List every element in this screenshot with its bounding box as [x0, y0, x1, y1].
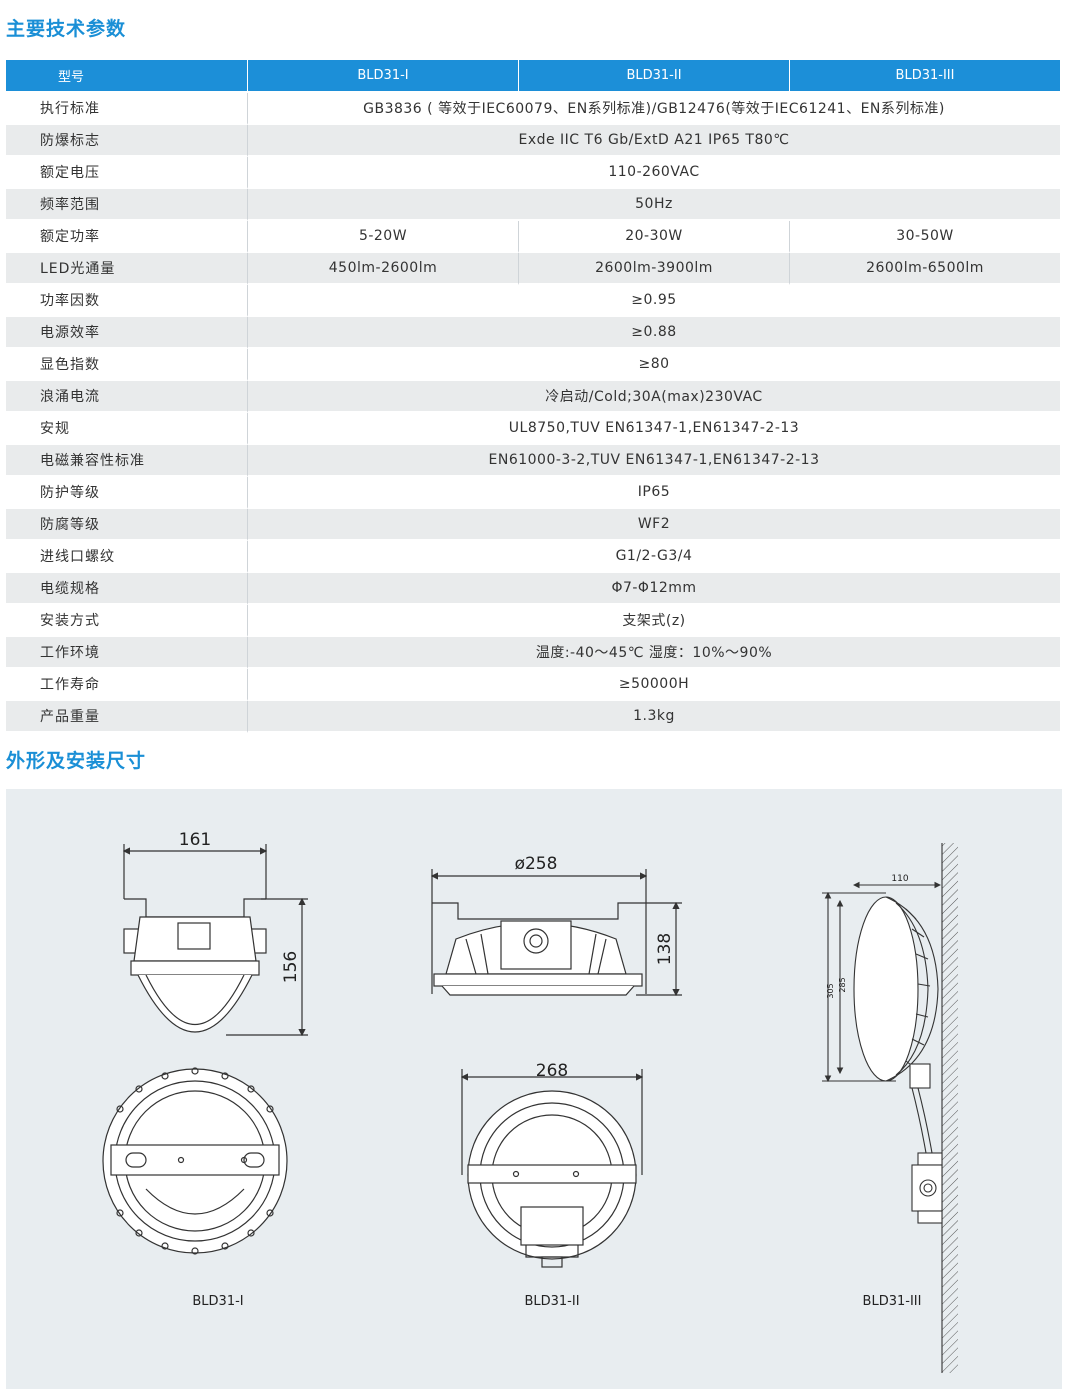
d2-height-label: 138: [655, 933, 675, 965]
row-value: 50Hz: [248, 189, 1060, 221]
table-row: 工作寿命≥50000H: [6, 669, 1060, 701]
d3-outer-height-label: 305: [826, 983, 835, 998]
row-value: 30-50W: [790, 221, 1060, 253]
row-value: 2600lm-6500lm: [790, 253, 1060, 285]
dims-section-title: 外形及安装尺寸: [6, 750, 147, 772]
d1-height-label: 156: [281, 951, 301, 983]
row-value: 5-20W: [248, 221, 519, 253]
dimension-panel: 161 156: [6, 789, 1062, 1389]
table-row: 工作环境温度:-40～45℃ 湿度：10%～90%: [6, 637, 1060, 669]
row-label: 防腐等级: [6, 509, 248, 541]
row-label: 额定电压: [6, 157, 248, 189]
row-label: 安装方式: [6, 605, 248, 637]
header-model-1: BLD31-I: [248, 60, 519, 93]
row-label: 电磁兼容性标准: [6, 445, 248, 477]
drawing-bld31-ii-front: ø258 138: [430, 854, 682, 997]
row-value: G1/2-G3/4: [248, 541, 1060, 573]
row-value: Exde IIC T6 Gb/ExtD A21 IP65 T80℃: [248, 125, 1060, 157]
table-row: 显色指数≥80: [6, 349, 1060, 381]
row-label: 安规: [6, 413, 248, 445]
row-value: ≥80: [248, 349, 1060, 381]
table-row: 安装方式支架式(z): [6, 605, 1060, 637]
row-value: 2600lm-3900lm: [519, 253, 790, 285]
row-value: 支架式(z): [248, 605, 1060, 637]
row-value: ≥0.88: [248, 317, 1060, 349]
row-value: 冷启动/Cold;30A(max)230VAC: [248, 381, 1060, 413]
row-label: 执行标准: [6, 93, 248, 125]
row-label: 防护等级: [6, 477, 248, 509]
row-value: ≥0.95: [248, 285, 1060, 317]
dimension-drawings: 161 156: [102, 830, 958, 1373]
row-value: 温度:-40～45℃ 湿度：10%～90%: [248, 637, 1060, 669]
row-label: 工作寿命: [6, 669, 248, 701]
header-model-3: BLD31-III: [790, 60, 1060, 93]
d1-width-label: 161: [179, 830, 211, 850]
row-label: 电缆规格: [6, 573, 248, 605]
row-value: WF2: [248, 509, 1060, 541]
drawing-bld31-i-front: 161 156: [122, 830, 308, 1037]
row-value: Φ7-Φ12mm: [248, 573, 1060, 605]
row-label: 进线口螺纹: [6, 541, 248, 573]
spec-section-title: 主要技术参数: [6, 18, 127, 40]
row-label: 频率范围: [6, 189, 248, 221]
drawing-bld31-ii-bottom: 268: [460, 1061, 644, 1268]
d3-inner-height-label: 285: [838, 977, 847, 992]
d2-bottom-width-label: 268: [536, 1061, 568, 1081]
d2-width-label: ø258: [515, 854, 558, 874]
row-value: 20-30W: [519, 221, 790, 253]
d3-width-label: 110: [891, 874, 908, 884]
table-row: 浪涌电流冷启动/Cold;30A(max)230VAC: [6, 381, 1060, 413]
row-label: 工作环境: [6, 637, 248, 669]
row-value: ≥50000H: [248, 669, 1060, 701]
row-label: LED光通量: [6, 253, 248, 285]
row-label: 浪涌电流: [6, 381, 248, 413]
caption-bld31-ii: BLD31-II: [524, 1294, 579, 1309]
table-row: 电源效率≥0.88: [6, 317, 1060, 349]
row-value: 110-260VAC: [248, 157, 1060, 189]
row-value: UL8750,TUV EN61347-1,EN61347-2-13: [248, 413, 1060, 445]
row-label: 功率因数: [6, 285, 248, 317]
drawing-bld31-iii-side: 110 305 285: [822, 843, 958, 1373]
caption-bld31-iii: BLD31-III: [863, 1294, 922, 1309]
caption-bld31-i: BLD31-I: [192, 1294, 243, 1309]
drawing-bld31-i-bottom: [102, 1067, 288, 1255]
row-value: 1.3kg: [248, 701, 1060, 733]
header-model-2: BLD31-II: [519, 60, 790, 93]
table-row: 功率因数≥0.95: [6, 285, 1060, 317]
row-label: 电源效率: [6, 317, 248, 349]
spec-table-header: 型号 BLD31-I BLD31-II BLD31-III: [6, 60, 1060, 93]
header-model-label: 型号: [6, 60, 248, 93]
row-label: 额定功率: [6, 221, 248, 253]
row-label: 产品重量: [6, 701, 248, 733]
row-label: 显色指数: [6, 349, 248, 381]
row-value: 450lm-2600lm: [248, 253, 519, 285]
row-label: 防爆标志: [6, 125, 248, 157]
row-value: GB3836 ( 等效于IEC60079、EN系列标准)/GB12476(等效于…: [248, 93, 1060, 125]
row-value: IP65: [248, 477, 1060, 509]
row-value: EN61000-3-2,TUV EN61347-1,EN61347-2-13: [248, 445, 1060, 477]
